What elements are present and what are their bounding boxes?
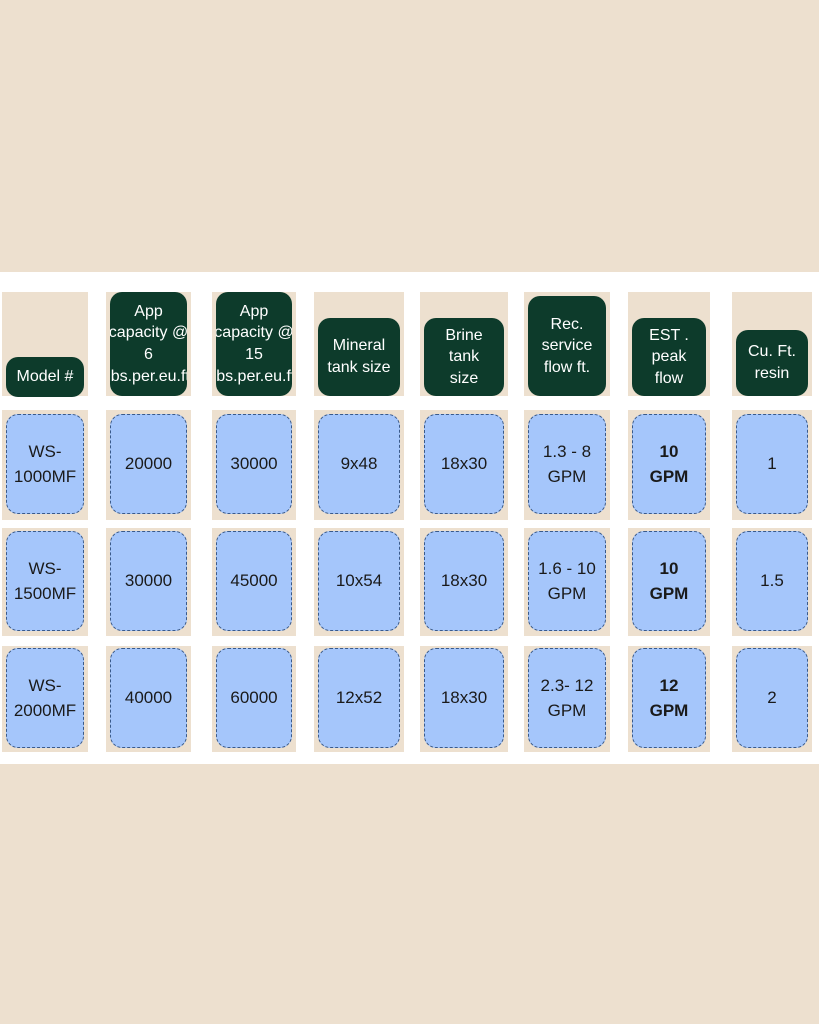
column-header-label: Model # <box>16 368 74 386</box>
table-cell: 40000 <box>110 648 187 748</box>
column-header: Mineral tank size <box>318 318 400 396</box>
table-cell-value: 40000 <box>124 688 173 708</box>
column-header-label: App capacity @ 15 lbs.per.eu.ft <box>216 302 292 385</box>
table-cell-value: 10 GPM <box>649 558 689 604</box>
table-cell: 30000 <box>110 531 187 631</box>
table-cell: 60000 <box>216 648 292 748</box>
column-header-label: Rec. service flow ft. <box>541 315 593 376</box>
table-cell: 10x54 <box>318 531 400 631</box>
column-header-label: Mineral tank size <box>327 337 391 376</box>
table-cell-value: 30000 <box>230 454 278 474</box>
table-cell-value: 12x52 <box>335 688 383 708</box>
column-header: App capacity @ 15 lbs.per.eu.ft <box>216 292 292 396</box>
table-cell: 1.6 - 10 GPM <box>528 531 606 631</box>
table-cell-value: 30000 <box>124 571 173 591</box>
spec-table: Model # App capacity @ 6 lbs.per.eu.ft App… <box>0 272 819 764</box>
column-header-label: Brine tank size <box>445 326 483 387</box>
table-cell: WS- 1500MF <box>6 531 84 631</box>
table-cell-value: 60000 <box>230 688 278 708</box>
table-cell-value: WS- 1500MF <box>13 558 77 604</box>
table-cell: 1.5 <box>736 531 808 631</box>
table-cell: 10 GPM <box>632 531 706 631</box>
table-cell: WS- 1000MF <box>6 414 84 514</box>
table-cell: 18x30 <box>424 648 504 748</box>
table-cell-value: 18x30 <box>440 688 488 708</box>
table-cell-value: WS- 2000MF <box>13 675 77 721</box>
table-cell-value: 1.3 - 8 GPM <box>542 441 592 487</box>
table-cell: 1 <box>736 414 808 514</box>
table-cell-value: 10x54 <box>335 571 383 591</box>
table-cell-value: 2 <box>767 688 777 708</box>
table-cell-value: 1 <box>767 454 777 474</box>
column-header-label: EST . peak flow <box>649 326 689 387</box>
table-cell: 18x30 <box>424 414 504 514</box>
table-cell: 2 <box>736 648 808 748</box>
table-cell: 18x30 <box>424 531 504 631</box>
table-cell-value: 18x30 <box>440 454 488 474</box>
table-cell: 12x52 <box>318 648 400 748</box>
column-header: Model # <box>6 357 84 397</box>
column-header: Cu. Ft. resin <box>736 330 808 396</box>
table-cell-value: 45000 <box>230 571 278 591</box>
table-cell-value: 2.3- 12 GPM <box>540 675 594 721</box>
column-header: Brine tank size <box>424 318 504 396</box>
table-cell-value: 12 GPM <box>649 675 689 721</box>
column-header: Rec. service flow ft. <box>528 296 606 396</box>
table-cell: 30000 <box>216 414 292 514</box>
table-cell: 10 GPM <box>632 414 706 514</box>
table-cell: WS- 2000MF <box>6 648 84 748</box>
table-cell: 2.3- 12 GPM <box>528 648 606 748</box>
column-header: EST . peak flow <box>632 318 706 396</box>
table-cell: 1.3 - 8 GPM <box>528 414 606 514</box>
table-cell-value: 18x30 <box>440 571 488 591</box>
table-cell: 9x48 <box>318 414 400 514</box>
table-cell: 12 GPM <box>632 648 706 748</box>
column-header-label: App capacity @ 6 lbs.per.eu.ft <box>110 302 187 385</box>
table-cell-value: 9x48 <box>340 454 378 474</box>
column-header: App capacity @ 6 lbs.per.eu.ft <box>110 292 187 396</box>
table-cell-value: 20000 <box>124 454 173 474</box>
table-cell: 45000 <box>216 531 292 631</box>
table-cell-value: 1.6 - 10 GPM <box>538 558 596 604</box>
column-header-label: Cu. Ft. resin <box>747 343 796 382</box>
table-cell: 20000 <box>110 414 187 514</box>
table-cell-value: 10 GPM <box>649 441 689 487</box>
table-cell-value: 1.5 <box>760 571 784 591</box>
table-cell-value: WS- 1000MF <box>13 441 77 487</box>
